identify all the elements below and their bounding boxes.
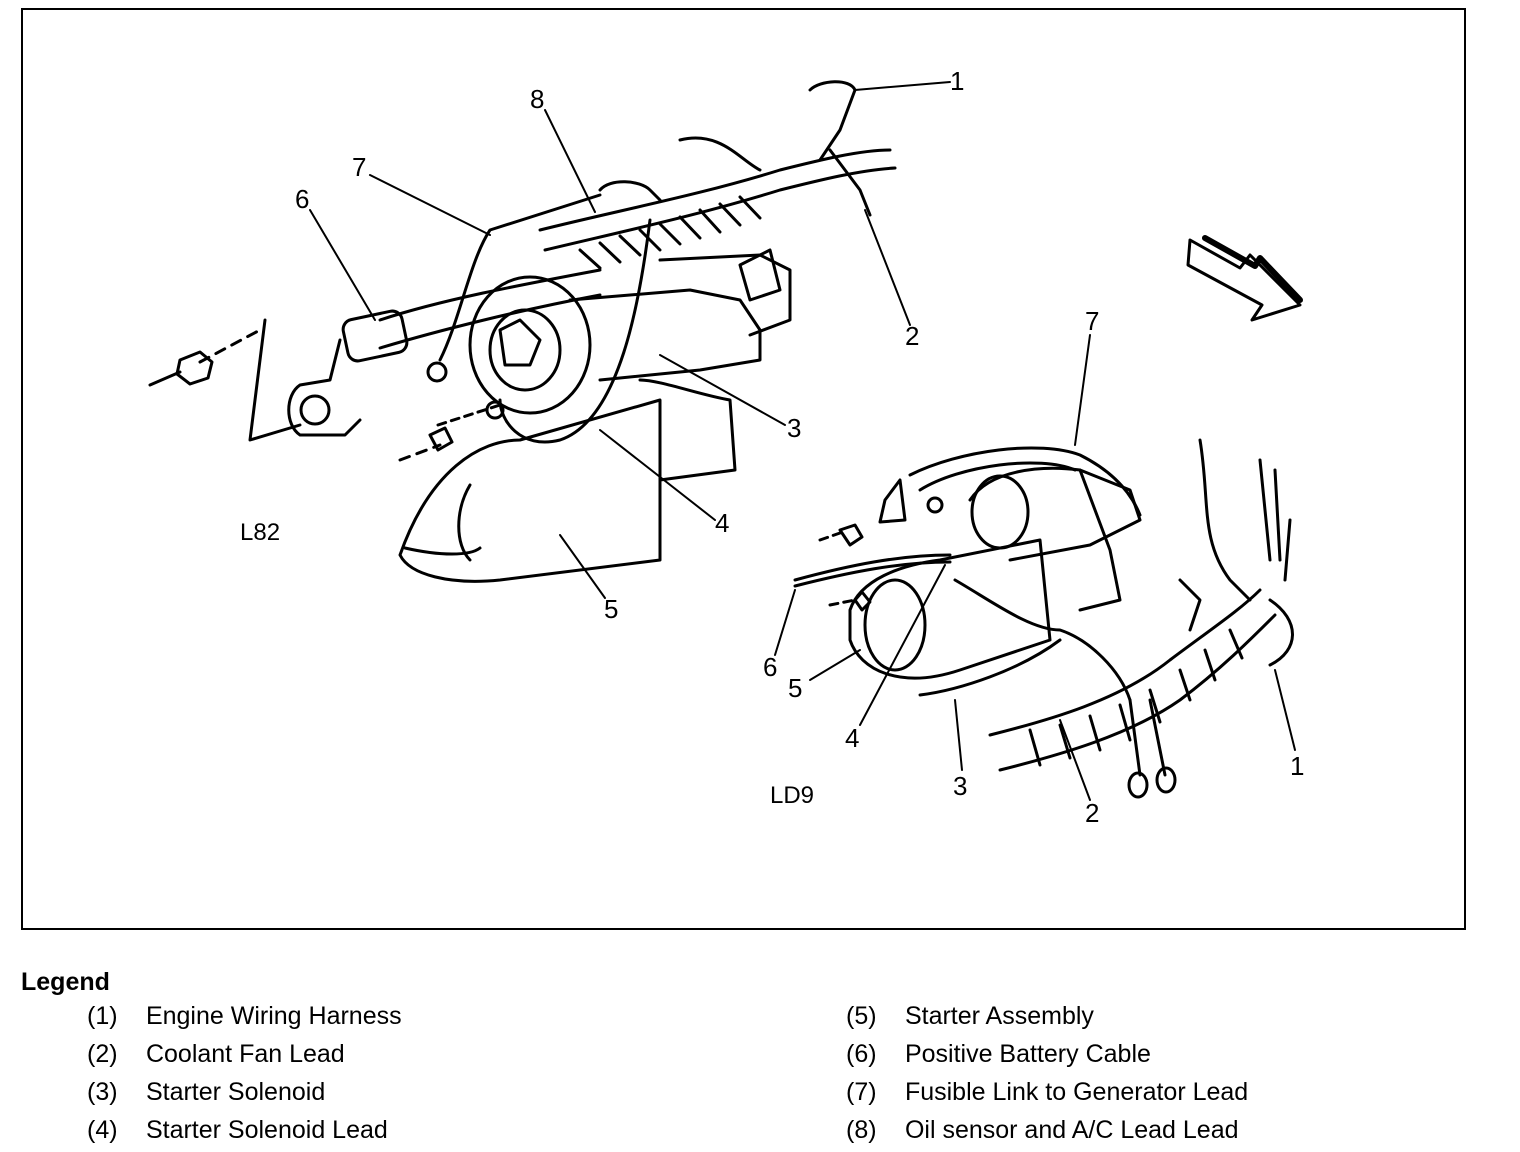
ld9-callout-3: 3: [953, 771, 967, 801]
direction-arrow: [1186, 235, 1303, 322]
ld9-callout-5: 5: [788, 673, 802, 703]
legend-item-number: (7): [846, 1078, 877, 1106]
ld9-callout-6: 6: [763, 652, 777, 682]
ld9-callout-2: 2: [1085, 798, 1099, 828]
ld9-callout-7: 7: [1085, 306, 1099, 336]
l82-callout-2: 2: [905, 321, 919, 351]
legend-item-5: (5) Starter Assembly: [846, 1002, 1094, 1031]
legend-item-label: Engine Wiring Harness: [145, 1002, 402, 1030]
legend-title: Legend: [21, 968, 110, 996]
l82-callout-4: 4: [715, 508, 729, 538]
legend-item-2: (2) Coolant Fan Lead: [87, 1040, 345, 1069]
ld9-callout-numbers: 1 2 3 4 5 6 7: [763, 306, 1304, 828]
legend-item-number: (3): [87, 1078, 118, 1106]
l82-callout-numbers: 1 2 3 4 5 6 7 8: [295, 66, 964, 624]
legend-item-1: (1) Engine Wiring Harness: [87, 1002, 402, 1031]
legend-item-6: (6) Positive Battery Cable: [846, 1040, 1151, 1069]
l82-positive-battery-cable: [148, 268, 602, 442]
legend-item-7: (7) Fusible Link to Generator Lead: [846, 1078, 1248, 1107]
l82-callout-6: 6: [295, 184, 309, 214]
legend-item-number: (4): [87, 1116, 118, 1144]
legend-item-number: (2): [87, 1040, 118, 1068]
legend-item-4: (4) Starter Solenoid Lead: [87, 1116, 388, 1145]
l82-leader-lines: [309, 81, 951, 599]
legend-item-label: Starter Solenoid Lead: [145, 1116, 388, 1144]
l82-callout-1: 1: [950, 66, 964, 96]
legend-item-label: Starter Assembly: [904, 1002, 1094, 1030]
legend-item-label: Coolant Fan Lead: [145, 1040, 345, 1068]
legend-item-label: Oil sensor and A/C Lead Lead: [904, 1116, 1239, 1144]
legend-item-label: Positive Battery Cable: [904, 1040, 1151, 1068]
ld9-engine-wiring-harness: [918, 438, 1294, 799]
variant-label-ld9: LD9: [770, 782, 814, 809]
l82-callout-8: 8: [530, 84, 544, 114]
legend-item-number: (1): [87, 1002, 118, 1030]
ld9-fusible-link: [818, 446, 1142, 547]
l82-starter-assembly: [398, 248, 792, 583]
diagram-frame: [21, 8, 1466, 930]
legend-item-3: (3) Starter Solenoid: [87, 1078, 325, 1107]
ld9-callout-1: 1: [1290, 751, 1304, 781]
legend-item-8: (8) Oil sensor and A/C Lead Lead: [846, 1116, 1239, 1145]
ld9-positive-battery-cable: [793, 553, 952, 612]
legend-item-number: (8): [846, 1116, 877, 1144]
legend: Legend (1) Engine Wiring Harness (2) Coo…: [21, 968, 1481, 1148]
legend-item-label: Starter Solenoid: [145, 1078, 326, 1106]
ld9-leader-lines: [774, 334, 1296, 801]
variant-label-l82: L82: [240, 519, 280, 546]
legend-item-label: Fusible Link to Generator Lead: [904, 1078, 1249, 1106]
legend-item-number: (6): [846, 1040, 877, 1068]
l82-callout-5: 5: [604, 594, 618, 624]
l82-callout-3: 3: [787, 413, 801, 443]
starter-wiring-illustration: 1 2 3 4 5 6 7 8 L82 1 2 3 4 5 6 7 LD9: [148, 66, 1304, 828]
legend-item-number: (5): [846, 1002, 877, 1030]
ld9-callout-4: 4: [845, 723, 859, 753]
l82-callout-7: 7: [352, 152, 366, 182]
l82-engine-wiring-harness: [398, 80, 897, 462]
ld9-starter-assembly: [848, 466, 1142, 680]
